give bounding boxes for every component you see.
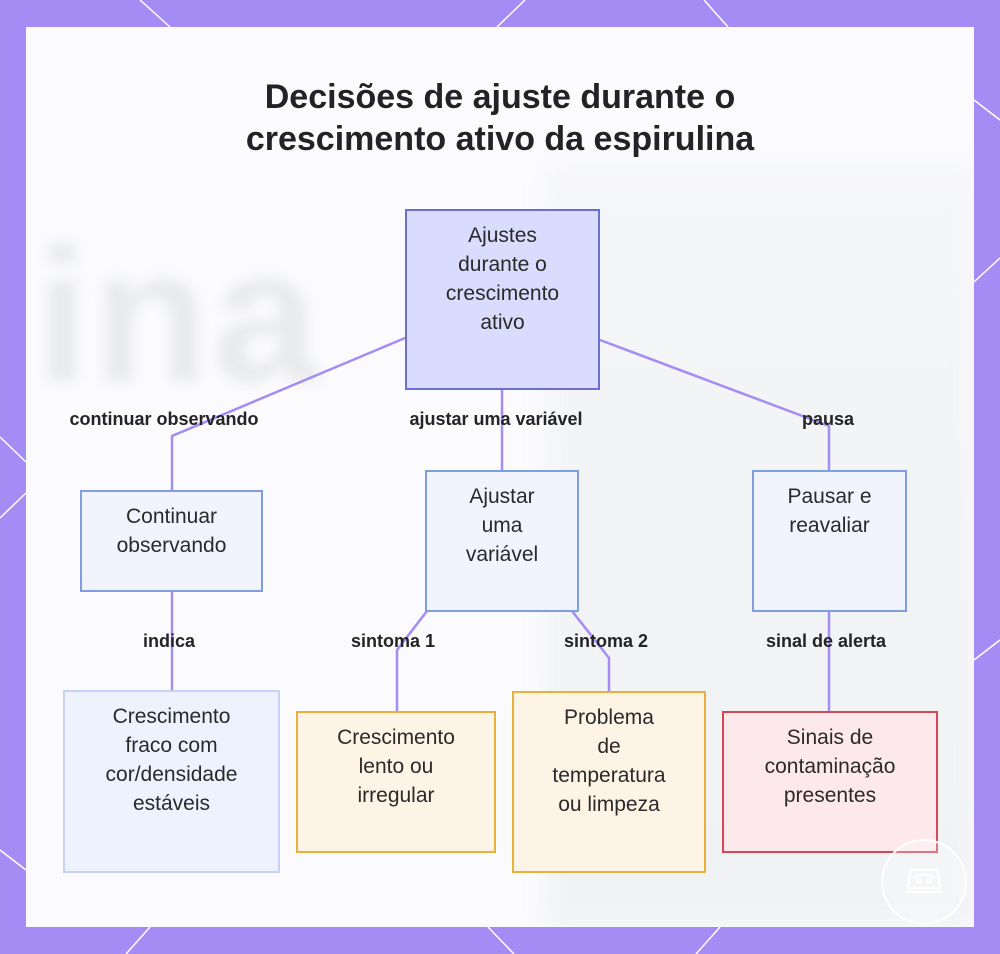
node-adjust-variable: Ajustar uma variável bbox=[425, 470, 579, 612]
node-continue-observing: Continuar observando bbox=[80, 490, 263, 592]
edge-label-observe: continuar observando bbox=[69, 409, 259, 429]
title-line-1: Decisões de ajuste durante o bbox=[264, 78, 736, 116]
edge-label-symptom-2: sintoma 2 bbox=[563, 631, 649, 651]
node-weak-growth: Crescimento fraco com cor/densidade está… bbox=[63, 690, 280, 873]
edge-root-observe bbox=[170, 336, 407, 492]
node-root: Ajustes durante o crescimento ativo bbox=[405, 209, 600, 390]
logo-badge-icon bbox=[881, 839, 967, 925]
node-temperature-problem: Problema de temperatura ou limpeza bbox=[512, 691, 706, 873]
edge-label-pause: pausa bbox=[801, 409, 855, 429]
edge-label-alert: sinal de alerta bbox=[765, 631, 887, 651]
node-contamination: Sinais de contaminação presentes bbox=[722, 711, 938, 853]
diagram-title: Decisões de ajuste durante o crescimento… bbox=[0, 76, 1000, 160]
edge-adjust-temp bbox=[570, 609, 611, 693]
hat-icon bbox=[904, 868, 944, 894]
node-pause-reevaluate: Pausar e reavaliar bbox=[752, 470, 907, 612]
edge-label-symptom-1: sintoma 1 bbox=[350, 631, 436, 651]
edge-root-pause bbox=[598, 338, 831, 472]
edge-label-adjust: ajustar uma variável bbox=[409, 409, 583, 429]
edge-label-indicates: indica bbox=[142, 631, 196, 651]
background-ghost-text: ina bbox=[36, 210, 323, 422]
title-line-2: crescimento ativo da espirulina bbox=[245, 120, 755, 158]
edge-adjust-slow bbox=[395, 609, 429, 713]
node-slow-growth: Crescimento lento ou irregular bbox=[296, 711, 496, 853]
